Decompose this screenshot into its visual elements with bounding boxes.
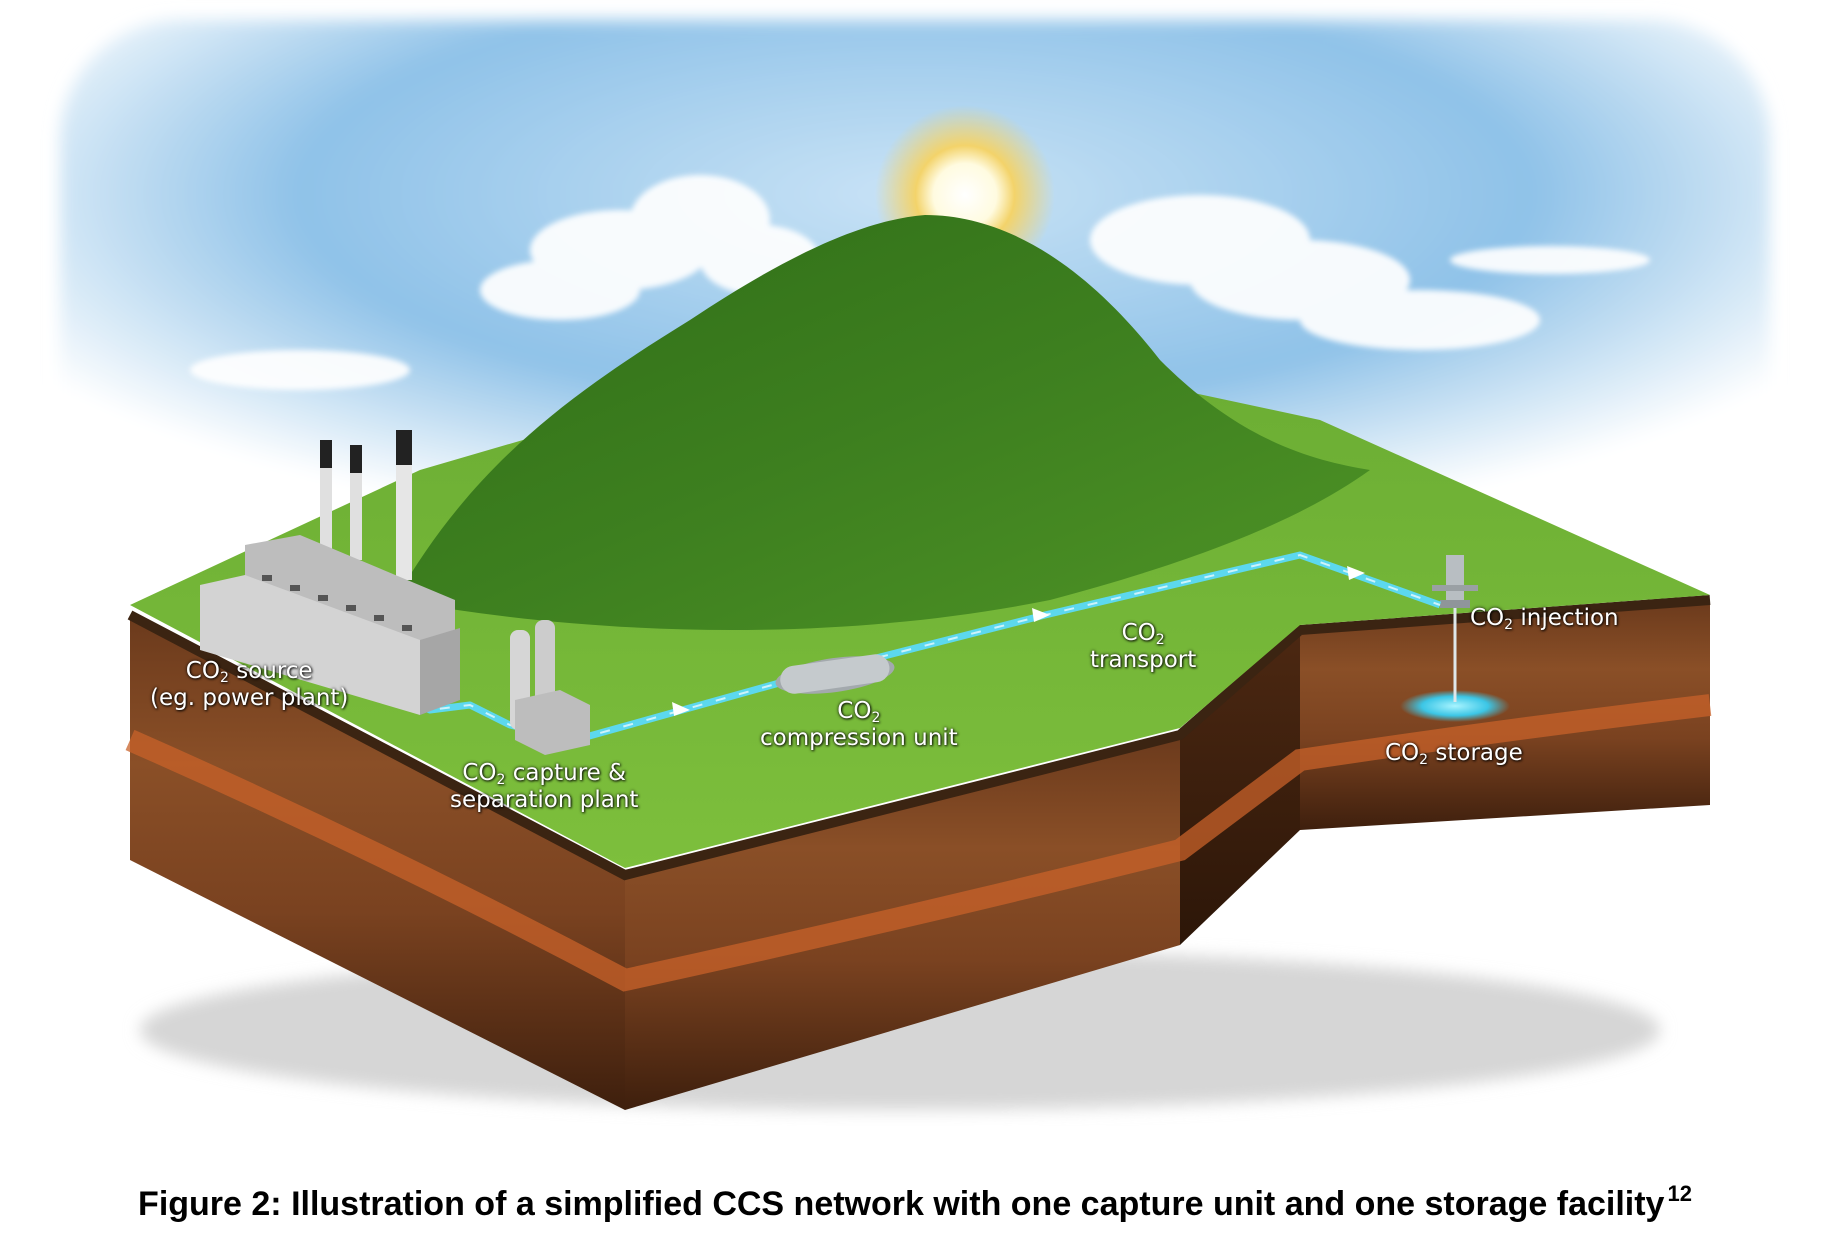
topsoil-edge bbox=[127, 595, 1711, 881]
label-co2-storage: CO2 storage bbox=[1385, 740, 1523, 768]
clouds bbox=[190, 175, 1650, 390]
label-co2-transport: CO2 transport bbox=[1090, 620, 1197, 673]
power-plant-icon bbox=[200, 430, 460, 715]
storage-reservoir bbox=[1400, 690, 1510, 722]
rock-stratum bbox=[125, 694, 1712, 992]
label-co2-compression: CO2 compression unit bbox=[760, 698, 958, 751]
hill bbox=[395, 215, 1370, 630]
label-co2-injection: CO2 injection bbox=[1470, 605, 1619, 633]
ccs-diagram-illustration: CO2 source (eg. power plant) CO2 capture… bbox=[60, 20, 1770, 1110]
flow-arrows bbox=[672, 566, 1365, 716]
capture-plant-icon bbox=[510, 620, 590, 755]
caption-text: Figure 2: Illustration of a simplified C… bbox=[138, 1185, 1665, 1223]
label-co2-source: CO2 source (eg. power plant) bbox=[150, 658, 349, 711]
figure-caption: Figure 2: Illustration of a simplified C… bbox=[0, 1183, 1830, 1224]
compression-unit-icon bbox=[775, 654, 895, 694]
label-co2-capture: CO2 capture & separation plant bbox=[450, 760, 639, 813]
soil-front-right bbox=[1300, 600, 1710, 830]
injection-wellhead-icon bbox=[1432, 555, 1478, 608]
caption-reference: 12 bbox=[1667, 1181, 1692, 1206]
